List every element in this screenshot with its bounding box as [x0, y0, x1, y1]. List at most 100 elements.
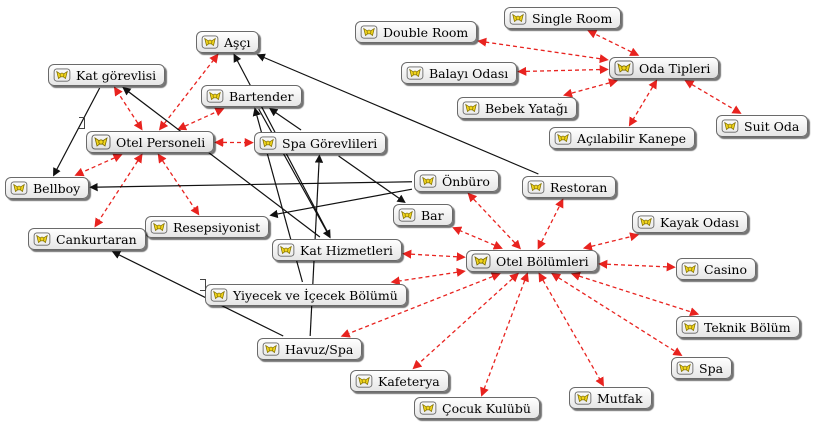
- relation-edge: [53, 87, 101, 177]
- hierarchy-edge: [412, 272, 519, 370]
- hierarchy-edge: [158, 53, 219, 131]
- node-label: Bar: [421, 207, 444, 223]
- hierarchy-edge: [402, 249, 466, 262]
- node-label: Kat Hizmetleri: [300, 242, 393, 258]
- node-label: Kafeterya: [378, 373, 440, 389]
- node-suit-oda[interactable]: Suit Oda: [716, 115, 809, 137]
- node-spa-gorevlileri[interactable]: Spa Görevlileri: [254, 132, 387, 154]
- relation-edge: [269, 108, 302, 131]
- node-label: Resepsiyonist: [173, 219, 261, 235]
- topic-icon: [637, 215, 655, 229]
- node-single-room[interactable]: Single Room: [504, 7, 622, 29]
- topic-icon: [277, 243, 295, 257]
- node-yiyecek-icecek[interactable]: Yiyecek ve İçecek Bölümü: [205, 284, 407, 306]
- node-label: Oda Tipleri: [639, 60, 711, 76]
- node-label: Cankurtaran: [56, 231, 137, 247]
- topic-icon: [91, 134, 111, 150]
- hierarchy-edge: [538, 272, 604, 387]
- topic-icon: [614, 60, 634, 76]
- hierarchy-edge: [537, 198, 564, 250]
- node-restoran[interactable]: Restoran: [522, 176, 617, 198]
- topic-icon: [10, 181, 28, 195]
- node-cocuk-kulubu[interactable]: Çocuk Kulübü: [414, 397, 540, 419]
- topic-icon: [721, 119, 739, 133]
- topic-icon: [681, 320, 699, 334]
- node-casino[interactable]: Casino: [676, 258, 757, 280]
- hierarchy-edge: [113, 86, 143, 131]
- node-label: Suit Oda: [744, 118, 800, 134]
- hierarchy-edge: [582, 232, 640, 251]
- hierarchy-edge: [157, 153, 200, 216]
- node-label: Mutfak: [597, 390, 643, 406]
- node-label: Spa Görevlileri: [282, 135, 378, 151]
- topic-icon: [574, 391, 592, 405]
- hierarchy-edge: [570, 271, 700, 317]
- node-kayak-odasi[interactable]: Kayak Odası: [632, 211, 748, 233]
- topic-icon: [33, 232, 51, 246]
- node-label: Aşçı: [224, 34, 251, 50]
- topic-icon: [509, 11, 527, 25]
- node-acilabilir-kanepe[interactable]: Açılabilir Kanepe: [549, 127, 696, 149]
- topic-icon: [471, 253, 491, 269]
- node-otel-bolumleri[interactable]: Otel Bölümleri: [466, 250, 598, 272]
- node-oda-tipleri[interactable]: Oda Tipleri: [609, 57, 720, 79]
- topic-icon: [681, 262, 699, 276]
- node-bartender[interactable]: Bartender: [201, 85, 303, 107]
- topic-icon: [53, 68, 71, 82]
- relation-edge: [256, 53, 539, 175]
- topic-icon: [676, 361, 694, 375]
- node-label: Bartender: [229, 88, 294, 104]
- collapse-marker: [200, 279, 206, 291]
- node-resepsiyonist[interactable]: Resepsiyonist: [145, 216, 270, 238]
- node-double-room[interactable]: Double Room: [355, 21, 478, 43]
- node-kat-gorevlisi[interactable]: Kat görevlisi: [48, 64, 166, 86]
- topic-icon: [206, 89, 224, 103]
- topic-icon: [419, 401, 437, 415]
- node-label: Spa: [699, 360, 724, 376]
- node-label: Havuz/Spa: [285, 341, 354, 357]
- hierarchy-edge: [551, 273, 683, 356]
- node-label: Double Room: [383, 24, 469, 40]
- hierarchy-edge: [517, 65, 609, 76]
- node-bar[interactable]: Bar: [393, 204, 453, 226]
- node-label: Single Room: [532, 10, 613, 26]
- topic-icon: [355, 374, 373, 388]
- hierarchy-edge: [452, 226, 503, 250]
- node-mutfak[interactable]: Mutfak: [569, 387, 652, 409]
- relation-edge: [269, 188, 413, 219]
- hierarchy-edge: [467, 192, 521, 250]
- node-label: Casino: [704, 261, 748, 277]
- node-spa[interactable]: Spa: [671, 357, 733, 379]
- topic-icon: [259, 136, 277, 150]
- hierarchy-edge: [684, 80, 742, 114]
- node-label: Bellboy: [33, 180, 81, 196]
- topic-icon: [406, 66, 424, 80]
- node-asci[interactable]: Aşçı: [196, 31, 260, 53]
- topic-icon: [527, 180, 545, 194]
- hierarchy-edge: [598, 259, 676, 272]
- node-label: Yiyecek ve İçecek Bölümü: [233, 287, 398, 303]
- topic-icon: [201, 35, 219, 49]
- hierarchy-edge: [628, 79, 658, 127]
- hierarchy-edge: [177, 107, 225, 131]
- node-bebek-yatagi[interactable]: Bebek Yatağı: [457, 97, 577, 119]
- node-label: Teknik Bölüm: [704, 319, 791, 335]
- node-label: Restoran: [550, 179, 608, 195]
- node-teknik-bolum[interactable]: Teknik Bölüm: [676, 316, 800, 338]
- hierarchy-edge: [587, 30, 640, 56]
- collapse-marker: [79, 117, 85, 129]
- topic-icon: [150, 220, 168, 234]
- node-havuz-spa[interactable]: Havuz/Spa: [257, 338, 363, 360]
- node-bellboy[interactable]: Bellboy: [5, 177, 90, 199]
- node-kafeterya[interactable]: Kafeterya: [350, 370, 449, 392]
- node-onburo[interactable]: Önbüro: [414, 170, 499, 192]
- node-cankurtaran[interactable]: Cankurtaran: [28, 228, 146, 250]
- node-otel-personeli[interactable]: Otel Personeli: [86, 131, 215, 153]
- node-label: Çocuk Kulübü: [442, 400, 531, 416]
- node-balayi-odasi[interactable]: Balayı Odası: [401, 62, 518, 84]
- hierarchy-edge: [480, 272, 529, 397]
- node-label: Kat görevlisi: [76, 67, 157, 83]
- node-kat-hizmetleri[interactable]: Kat Hizmetleri: [272, 239, 402, 261]
- node-label: Balayı Odası: [429, 65, 509, 81]
